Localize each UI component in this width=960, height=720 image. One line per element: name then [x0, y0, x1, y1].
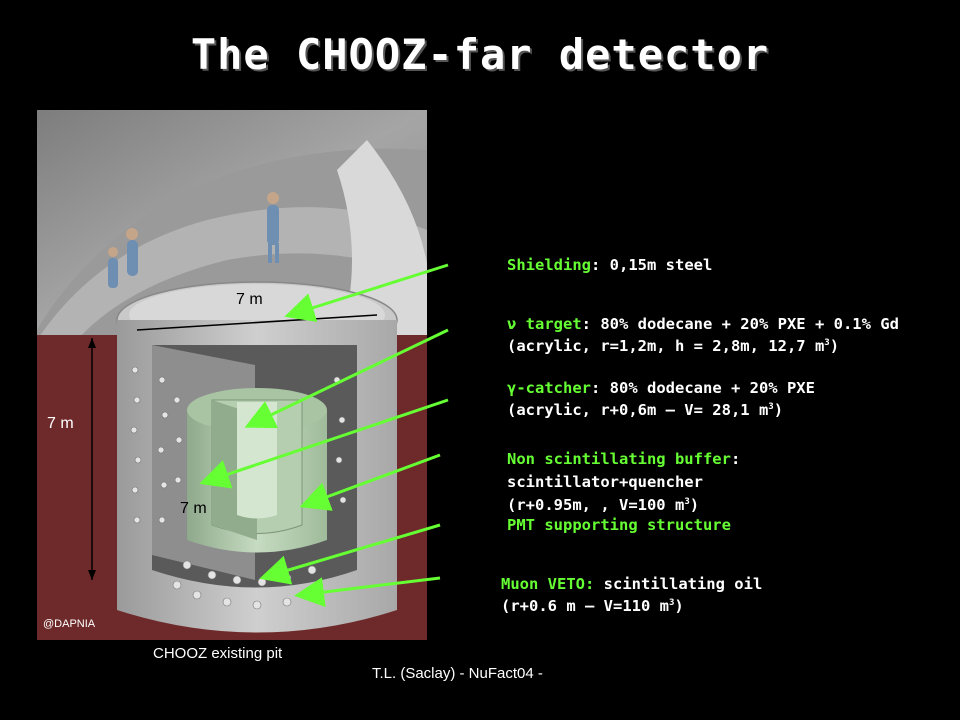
- gamma-close: ): [773, 401, 784, 419]
- label-gamma-catcher: γ-catcher: 80% dodecane + 20% PXE (acryl…: [507, 377, 815, 421]
- buffer-name: Non scintillating buffer: [507, 450, 731, 468]
- veto-name: Muon VETO:: [501, 575, 595, 593]
- label-pmt-structure: PMT supporting structure: [507, 516, 731, 534]
- arrow-pmt-structure: [259, 523, 441, 585]
- buffer-desc: :: [730, 450, 741, 468]
- gamma-desc: : 80% dodecane + 20% PXE: [591, 379, 815, 397]
- veto-close: ): [674, 597, 684, 615]
- figure-caption: CHOOZ existing pit: [153, 645, 283, 662]
- arrow-muon-veto: [294, 576, 441, 607]
- tunnel-vault: [37, 110, 427, 330]
- arrow-gamma-catcher: [199, 398, 449, 489]
- height-dimension: 7 m: [47, 415, 74, 432]
- shielding-desc: : 0,15m steel: [591, 256, 713, 274]
- label-buffer: Non scintillating buffer: scintillator+q…: [507, 448, 740, 517]
- shielding-name: Shielding: [507, 256, 591, 274]
- image-credit: @DAPNIA: [43, 618, 96, 630]
- veto-line2: (r+0.6 m – V=110 m: [501, 597, 669, 615]
- top-width-dimension: 7 m: [236, 291, 263, 308]
- target-name: target: [516, 315, 582, 333]
- target-desc: : 80% dodecane + 20% PXE + 0.1% Gd: [581, 315, 899, 333]
- gamma-line2: (acrylic, r+0,6m – V= 28,1 m: [507, 401, 769, 419]
- human-figures: [108, 192, 279, 288]
- label-shielding: Shielding: 0,15m steel: [507, 254, 712, 276]
- target-sup: 3: [824, 338, 830, 348]
- label-muon-veto: Muon VETO: scintillating oil (r+0.6 m – …: [501, 573, 762, 617]
- gamma-sup: 3: [768, 402, 774, 412]
- veto-desc: scintillating oil: [594, 575, 763, 593]
- veto-sup: 3: [668, 598, 675, 608]
- pmt-array: [130, 366, 347, 610]
- top-dim-line: [136, 314, 378, 331]
- arrow-target: [244, 328, 449, 429]
- slide-footer: T.L. (Saclay) - NuFact04 -: [372, 665, 543, 682]
- buffer-line3: (r+0.95m, , V=100 m: [507, 496, 685, 514]
- buffer-line2: scintillator+quencher: [507, 473, 703, 491]
- slide-title: The CHOOZ-far detector: [190, 30, 770, 79]
- label-target: ν target: 80% dodecane + 20% PXE + 0.1% …: [507, 313, 899, 357]
- target-close: ): [829, 337, 840, 355]
- gamma-name: -catcher: [516, 379, 591, 397]
- gamma-symbol: γ: [507, 379, 517, 397]
- target-line2: (acrylic, r=1,2m, h = 2,8m, 12,7 m: [507, 337, 825, 355]
- buffer-sup: 3: [684, 497, 690, 507]
- target-symbol: ν: [507, 315, 517, 333]
- buffer-close: ): [689, 496, 700, 514]
- arrow-buffer: [299, 453, 441, 511]
- inner-dimension: 7 m: [180, 500, 207, 517]
- arrow-shielding: [284, 263, 449, 323]
